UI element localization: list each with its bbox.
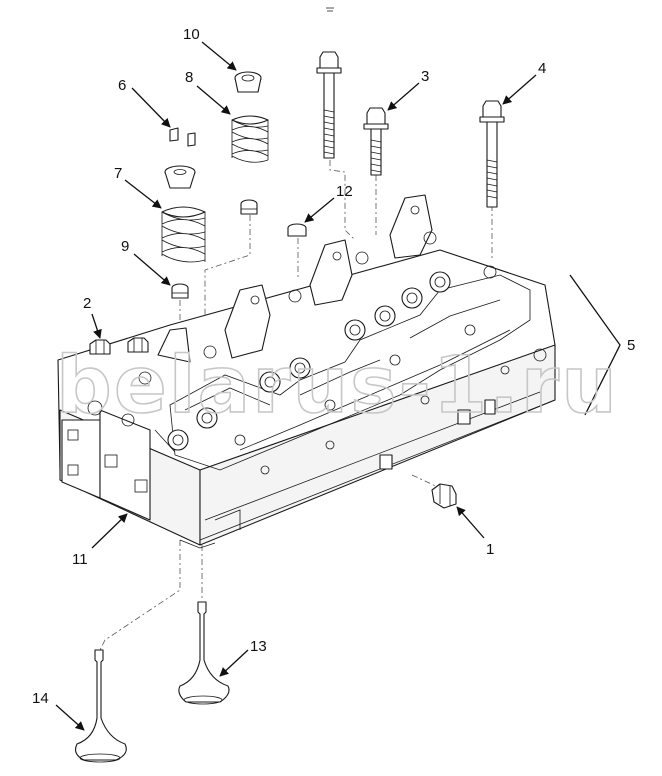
callout-12: 12 xyxy=(336,183,353,200)
plug-screw xyxy=(89,337,149,355)
valve-spring-large xyxy=(161,206,206,263)
callout-11: 11 xyxy=(72,551,88,568)
valve-intake xyxy=(75,649,127,763)
callout-13: 13 xyxy=(250,638,267,655)
callout-7: 7 xyxy=(114,165,122,182)
bolt-extra-long xyxy=(479,100,505,208)
bolt-long xyxy=(316,51,342,159)
assembly-bracket xyxy=(569,274,621,416)
spring-retainer xyxy=(164,165,196,189)
assembly-center-lines xyxy=(99,160,493,651)
watermark-text: belarus-1.ru xyxy=(56,341,619,431)
valve-exhaust xyxy=(178,601,230,705)
callout-6: 6 xyxy=(118,77,126,94)
callout-1: 1 xyxy=(486,541,494,558)
valve-keepers xyxy=(169,127,196,147)
valve-stem-seal-upper xyxy=(240,199,258,215)
plug-side xyxy=(431,483,457,509)
top-tick-mark xyxy=(326,7,334,12)
leader-lines xyxy=(55,41,537,731)
callout-14: 14 xyxy=(32,690,49,707)
cylinder-head xyxy=(57,194,556,549)
bolt-short xyxy=(363,107,389,176)
callout-3: 3 xyxy=(421,68,429,85)
callout-8: 8 xyxy=(185,69,193,86)
callout-5: 5 xyxy=(627,337,635,354)
callout-4: 4 xyxy=(538,60,546,77)
callout-2: 2 xyxy=(83,295,91,312)
valve-spring-small xyxy=(231,115,269,163)
callout-10: 10 xyxy=(183,26,200,43)
callout-9: 9 xyxy=(121,238,129,255)
plug-cup xyxy=(287,223,307,237)
callout-labels: 1 2 3 4 5 6 7 8 9 10 11 12 13 14 xyxy=(32,26,635,707)
valve-spring-cap xyxy=(234,71,262,93)
valve-stem-seal-lower xyxy=(171,283,189,299)
